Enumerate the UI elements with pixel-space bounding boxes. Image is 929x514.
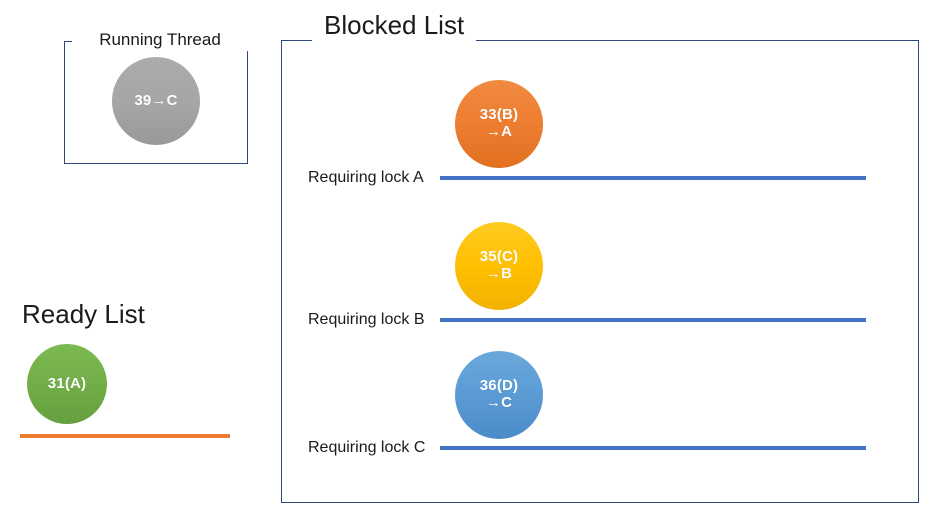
lock-queue-line-c <box>440 446 866 450</box>
lock-label-a: Requiring lock A <box>308 169 424 186</box>
thread-node-blocked-35c-line1: 35(C) <box>479 248 519 266</box>
lock-label-b: Requiring lock B <box>308 311 425 328</box>
running-thread-title: Running Thread <box>72 30 248 51</box>
thread-node-blocked-33b-line2: →A <box>485 123 513 140</box>
lock-queue-line-a <box>440 176 866 180</box>
thread-node-blocked-35c[interactable]: 35(C) →B <box>455 222 543 310</box>
lock-label-c: Requiring lock C <box>308 439 426 456</box>
thread-node-blocked-36d-line1: 36(D) <box>479 377 519 395</box>
thread-node-blocked-36d-line2: →C <box>485 394 513 411</box>
lock-queue-line-b <box>440 318 866 322</box>
blocked-list-box <box>281 40 919 503</box>
thread-node-blocked-33b[interactable]: 33(B) →A <box>455 80 543 168</box>
blocked-list-title: Blocked List <box>312 11 477 42</box>
thread-node-blocked-36d[interactable]: 36(D) →C <box>455 351 543 439</box>
thread-node-ready-31a[interactable]: 31(A) <box>27 344 107 424</box>
thread-node-blocked-35c-line2: →B <box>485 265 513 282</box>
thread-node-running[interactable]: 39→C <box>112 57 200 145</box>
ready-list-title: Ready List <box>22 299 145 329</box>
ready-list-queue-line <box>20 434 230 438</box>
thread-node-running-line1: 39→C <box>134 91 178 109</box>
thread-node-blocked-33b-line1: 33(B) <box>479 106 519 124</box>
thread-node-ready-31a-line1: 31(A) <box>47 374 87 392</box>
